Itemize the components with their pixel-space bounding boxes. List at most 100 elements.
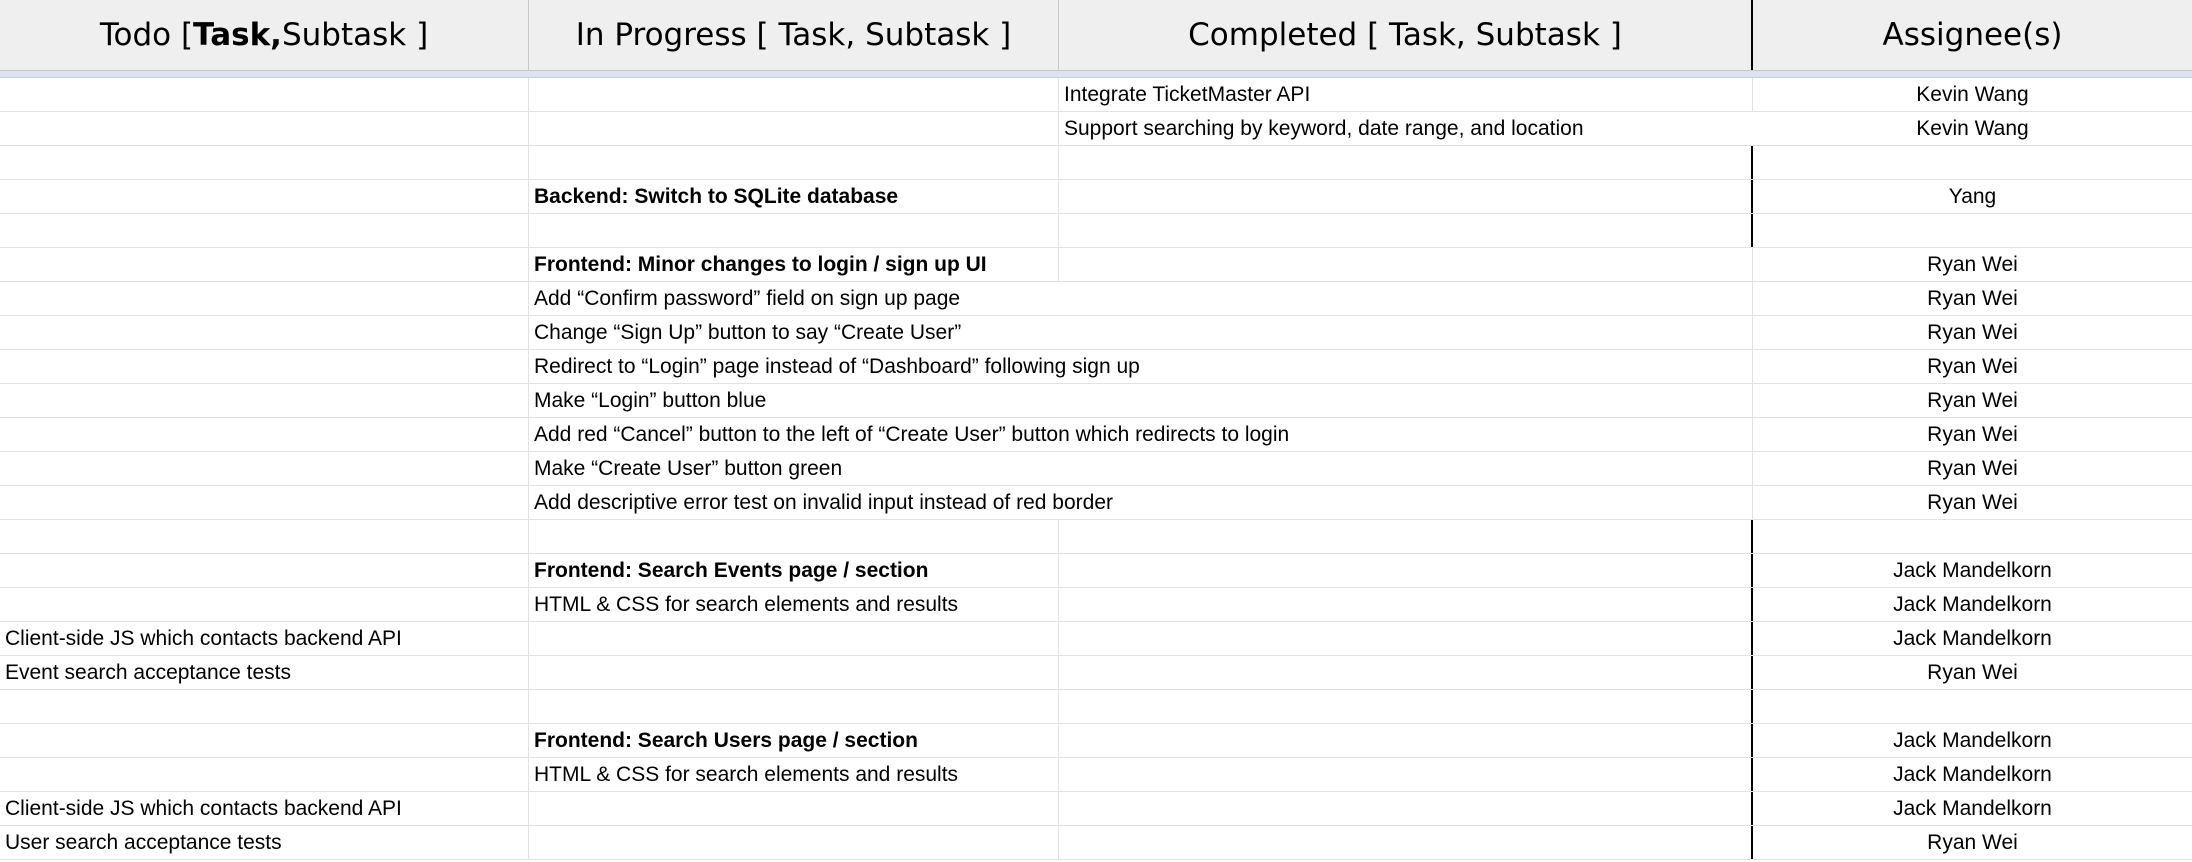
- assignee-cell[interactable]: Ryan Wei: [1753, 350, 2192, 383]
- completed-cell[interactable]: [1059, 486, 1753, 519]
- todo-cell[interactable]: [0, 554, 529, 587]
- completed-cell[interactable]: [1059, 792, 1753, 825]
- completed-cell[interactable]: [1059, 588, 1753, 621]
- assignee-cell[interactable]: [1753, 214, 2192, 247]
- in-progress-cell[interactable]: Make “Login” button blue: [529, 384, 1059, 417]
- header-in-progress[interactable]: In Progress [ Task, Subtask ]: [529, 0, 1059, 70]
- assignee-cell[interactable]: Jack Mandelkorn: [1753, 724, 2192, 757]
- header-todo[interactable]: Todo [ Task, Subtask ]: [0, 0, 529, 70]
- in-progress-cell[interactable]: [529, 656, 1059, 689]
- todo-cell[interactable]: [0, 316, 529, 349]
- todo-cell[interactable]: [0, 418, 529, 451]
- todo-cell[interactable]: User search acceptance tests: [0, 826, 529, 859]
- in-progress-cell[interactable]: [529, 826, 1059, 859]
- todo-cell[interactable]: [0, 588, 529, 621]
- todo-cell[interactable]: [0, 78, 529, 111]
- assignee-cell[interactable]: Ryan Wei: [1753, 418, 2192, 451]
- in-progress-cell[interactable]: HTML & CSS for search elements and resul…: [529, 758, 1059, 791]
- assignee-cell[interactable]: Ryan Wei: [1753, 486, 2192, 519]
- header-assignees[interactable]: Assignee(s): [1882, 17, 2063, 53]
- todo-cell[interactable]: [0, 248, 529, 281]
- in-progress-cell[interactable]: Redirect to “Login” page instead of “Das…: [529, 350, 1140, 383]
- assignee-cell[interactable]: Ryan Wei: [1753, 316, 2192, 349]
- assignee-cell[interactable]: [1753, 520, 2192, 553]
- in-progress-cell[interactable]: [529, 792, 1059, 825]
- assignee-cell[interactable]: Ryan Wei: [1753, 656, 2192, 689]
- in-progress-cell[interactable]: Frontend: Search Events page / section: [529, 554, 1059, 587]
- todo-cell[interactable]: [0, 214, 529, 247]
- completed-cell[interactable]: [1059, 826, 1753, 859]
- assignee-cell[interactable]: Kevin Wang: [1753, 78, 2192, 111]
- completed-cell[interactable]: [1059, 350, 1753, 383]
- todo-cell[interactable]: [0, 146, 529, 179]
- assignee-cell[interactable]: Jack Mandelkorn: [1753, 758, 2192, 791]
- header-completed[interactable]: Completed [ Task, Subtask ]: [1059, 0, 1753, 70]
- completed-cell[interactable]: [1059, 520, 1753, 553]
- todo-cell[interactable]: [0, 690, 529, 723]
- todo-cell[interactable]: Event search acceptance tests: [0, 656, 529, 689]
- in-progress-cell[interactable]: [529, 622, 1059, 655]
- in-progress-cell-text: Add “Confirm password” field on sign up …: [534, 287, 961, 310]
- completed-cell[interactable]: [1059, 282, 1753, 315]
- todo-cell[interactable]: [0, 724, 529, 757]
- in-progress-cell[interactable]: HTML & CSS for search elements and resul…: [529, 588, 1059, 621]
- completed-cell[interactable]: [1059, 248, 1753, 281]
- in-progress-cell[interactable]: Change “Sign Up” button to say “Create U…: [529, 316, 1059, 349]
- in-progress-cell[interactable]: Add red “Cancel” button to the left of “…: [529, 418, 1289, 451]
- assignee-cell[interactable]: Jack Mandelkorn: [1753, 622, 2192, 655]
- in-progress-cell[interactable]: [529, 214, 1059, 247]
- assignee-cell[interactable]: Ryan Wei: [1753, 282, 2192, 315]
- completed-cell[interactable]: [1059, 316, 1753, 349]
- completed-cell[interactable]: [1059, 758, 1753, 791]
- assignee-cell[interactable]: Ryan Wei: [1753, 248, 2192, 281]
- completed-cell[interactable]: [1059, 656, 1753, 689]
- completed-cell[interactable]: [1059, 622, 1753, 655]
- todo-cell[interactable]: [0, 112, 529, 145]
- completed-cell[interactable]: [1059, 180, 1753, 213]
- completed-cell[interactable]: Integrate TicketMaster API: [1059, 78, 1753, 111]
- in-progress-cell[interactable]: [529, 146, 1059, 179]
- assignee-cell[interactable]: Jack Mandelkorn: [1753, 792, 2192, 825]
- todo-cell[interactable]: Client-side JS which contacts backend AP…: [0, 622, 529, 655]
- in-progress-cell[interactable]: Add “Confirm password” field on sign up …: [529, 282, 1059, 315]
- in-progress-cell[interactable]: Add descriptive error test on invalid in…: [529, 486, 1113, 519]
- completed-cell[interactable]: [1059, 214, 1753, 247]
- todo-cell[interactable]: [0, 486, 529, 519]
- todo-cell[interactable]: [0, 350, 529, 383]
- completed-cell[interactable]: [1059, 418, 1753, 451]
- todo-cell[interactable]: [0, 452, 529, 485]
- in-progress-cell[interactable]: [529, 78, 1059, 111]
- assignee-cell[interactable]: Ryan Wei: [1753, 384, 2192, 417]
- assignee-cell[interactable]: Ryan Wei: [1753, 452, 2192, 485]
- assignee-cell-text: Ryan Wei: [1927, 355, 2018, 378]
- assignee-cell[interactable]: Kevin Wang: [1753, 112, 2192, 145]
- completed-cell[interactable]: [1059, 146, 1753, 179]
- in-progress-cell[interactable]: Frontend: Minor changes to login / sign …: [529, 248, 1059, 281]
- todo-cell[interactable]: [0, 520, 529, 553]
- todo-cell[interactable]: [0, 180, 529, 213]
- assignee-cell[interactable]: [1753, 690, 2192, 723]
- completed-cell[interactable]: [1059, 690, 1753, 723]
- assignee-cell[interactable]: Jack Mandelkorn: [1753, 588, 2192, 621]
- in-progress-cell[interactable]: [529, 690, 1059, 723]
- in-progress-cell[interactable]: Frontend: Search Users page / section: [529, 724, 1059, 757]
- in-progress-cell[interactable]: [529, 112, 1059, 145]
- assignee-cell[interactable]: Jack Mandelkorn: [1753, 554, 2192, 587]
- completed-cell[interactable]: [1059, 724, 1753, 757]
- in-progress-cell[interactable]: [529, 520, 1059, 553]
- assignee-cell[interactable]: [1753, 146, 2192, 179]
- todo-cell[interactable]: [0, 758, 529, 791]
- completed-cell[interactable]: Support searching by keyword, date range…: [1059, 112, 1753, 145]
- in-progress-cell[interactable]: Backend: Switch to SQLite database: [529, 180, 1059, 213]
- todo-cell[interactable]: Client-side JS which contacts backend AP…: [0, 792, 529, 825]
- assignee-cell[interactable]: Ryan Wei: [1753, 826, 2192, 859]
- completed-cell[interactable]: [1059, 384, 1753, 417]
- completed-cell[interactable]: [1059, 554, 1753, 587]
- table-row: [0, 520, 2192, 554]
- todo-cell[interactable]: [0, 384, 529, 417]
- in-progress-cell[interactable]: Make “Create User” button green: [529, 452, 1059, 485]
- assignee-cell[interactable]: Yang: [1753, 180, 2192, 213]
- completed-cell[interactable]: [1059, 452, 1753, 485]
- todo-cell[interactable]: [0, 282, 529, 315]
- in-progress-cell-text: Add descriptive error test on invalid in…: [534, 491, 1113, 514]
